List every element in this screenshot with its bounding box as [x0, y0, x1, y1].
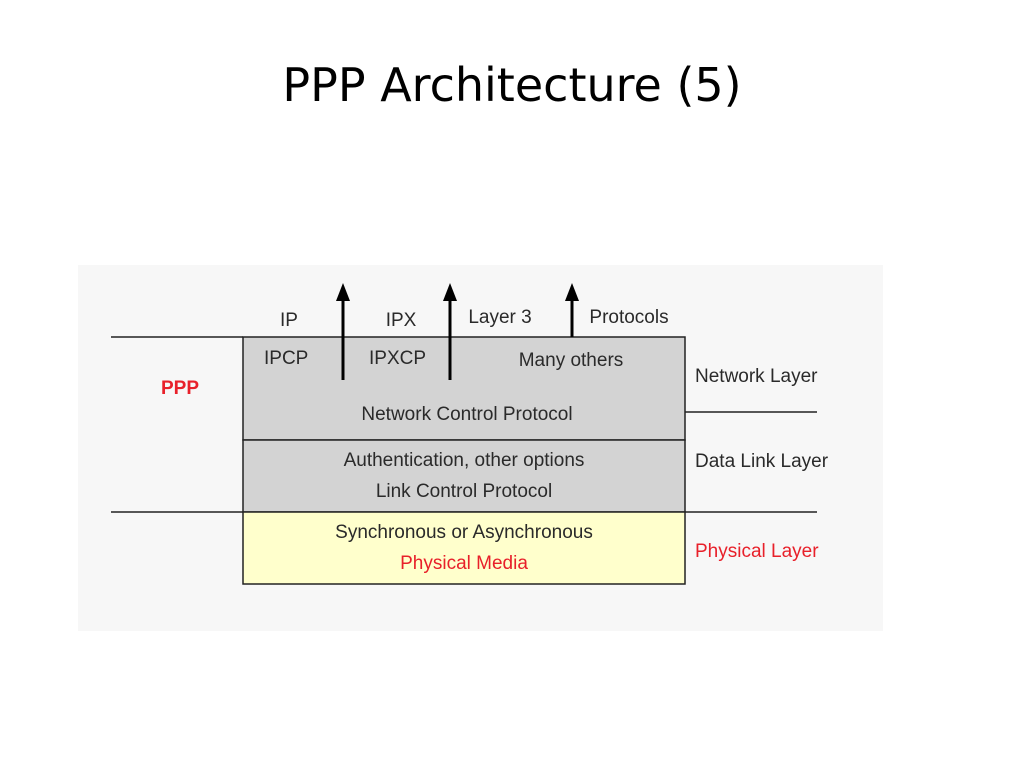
- physical-media-label: Physical Media: [400, 553, 528, 574]
- slide-title: PPP Architecture (5): [282, 58, 742, 112]
- diagram-shapes: [111, 283, 817, 585]
- data-link-layer-label: Data Link Layer: [695, 451, 829, 472]
- physical-media-box: [242, 511, 686, 585]
- network-control-box: [242, 336, 686, 441]
- network-control-protocol-label: Network Control Protocol: [361, 404, 573, 425]
- upper-protocol-protocols: Protocols: [589, 307, 669, 328]
- ncp-member-ipcp: IPCP: [264, 348, 309, 369]
- physical-description: Synchronous or Asynchronous: [335, 522, 593, 543]
- ipx-arrow: [443, 283, 457, 380]
- ncp-member-many-others: Many others: [518, 350, 624, 371]
- physical-layer-label: Physical Layer: [695, 541, 819, 562]
- upper-protocol-ipx: IPX: [385, 310, 417, 331]
- ip-arrow: [336, 283, 350, 380]
- network-layer-label: Network Layer: [695, 366, 818, 387]
- link-control-box: [242, 439, 686, 513]
- ppp-label: PPP: [161, 378, 200, 399]
- ncp-member-ipxcp: IPXCP: [369, 348, 427, 369]
- layer3-protocols-arrow: [565, 283, 579, 337]
- link-control-options: Authentication, other options: [343, 450, 585, 471]
- upper-protocol-ip: IP: [280, 310, 298, 331]
- upper-protocol-layer3: Layer 3: [468, 307, 532, 328]
- ppp-architecture-diagram: IP IPX Layer 3 Protocols IPCP IPXCP Many…: [78, 265, 883, 631]
- link-control-protocol-label: Link Control Protocol: [375, 481, 553, 502]
